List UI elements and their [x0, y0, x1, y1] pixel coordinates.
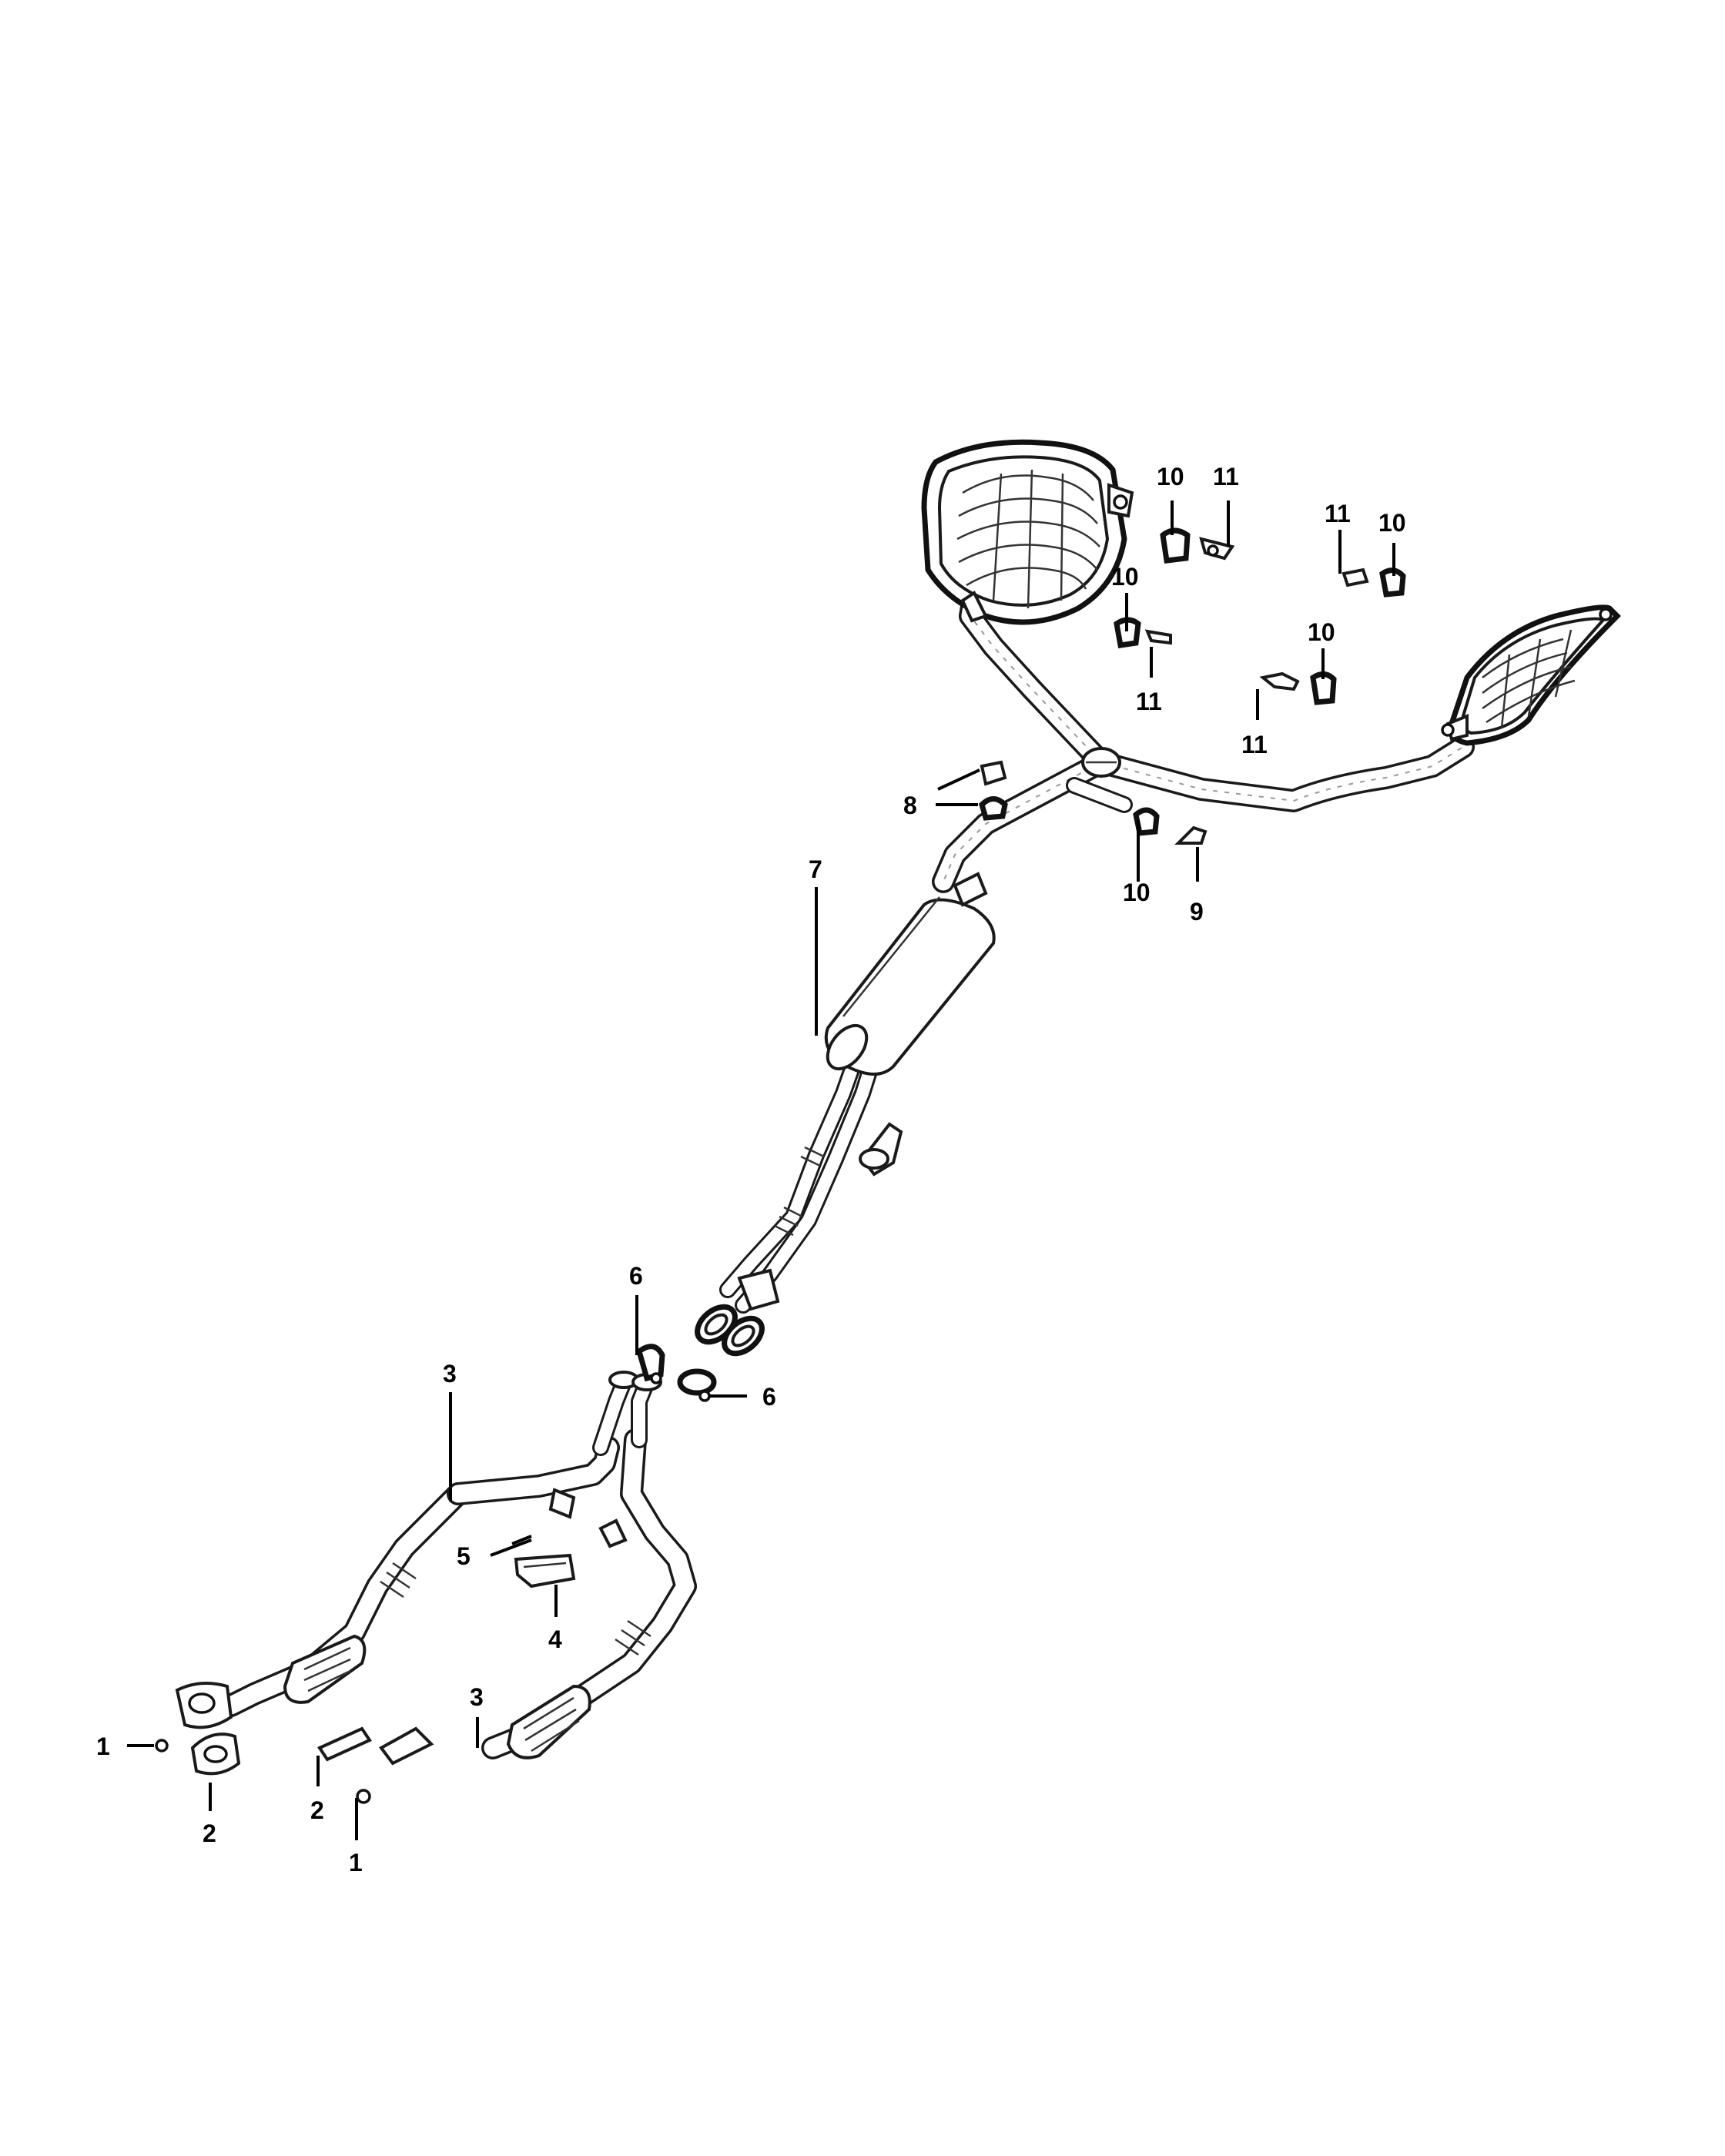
- callout-10-right: 10: [1378, 509, 1406, 537]
- callout-2-right: 2: [310, 1796, 324, 1824]
- hanger-part-9: [1174, 825, 1208, 845]
- callout-10-low: 10: [1123, 879, 1151, 906]
- callout-6-upper: 6: [629, 1262, 643, 1290]
- callout-2-left: 2: [203, 1820, 216, 1847]
- hanger-part-11-c: [1341, 567, 1369, 588]
- tail-tips: [695, 1268, 780, 1357]
- bracket-part-4: [514, 1553, 576, 1589]
- callout-1-left: 1: [96, 1732, 110, 1760]
- resonator: [824, 872, 996, 1076]
- callout-4: 4: [548, 1625, 562, 1653]
- muffler-left: [921, 439, 1134, 625]
- callout-5: 5: [457, 1542, 471, 1570]
- callout-9: 9: [1190, 898, 1204, 926]
- callout-10-mid: 10: [1111, 563, 1139, 591]
- hanger-part-11-a: [1199, 537, 1235, 561]
- callout-7: 7: [809, 855, 822, 883]
- hanger-part-11-d: [1259, 671, 1300, 691]
- muffler-right: [1441, 604, 1621, 746]
- isolator-part-10-d: [1310, 671, 1337, 705]
- heat-shield-tail: [859, 1122, 903, 1177]
- cat-pipe-left: [175, 1371, 639, 1729]
- hanger-part-11-b: [1144, 629, 1172, 645]
- y-junction: [1081, 747, 1121, 778]
- callout-11-top: 11: [1213, 463, 1239, 490]
- exhaust-pipes: [719, 581, 1475, 1314]
- callout-11-right: 11: [1325, 500, 1351, 527]
- callout-8: 8: [903, 792, 917, 819]
- isolator-part-10-a: [1160, 527, 1191, 564]
- bracket-part-8: [979, 760, 1008, 821]
- callout-6-lower: 6: [762, 1383, 776, 1411]
- callout-3-upper: 3: [443, 1360, 457, 1388]
- bolt-part-5: [511, 1535, 532, 1545]
- gasket-right: [317, 1726, 372, 1762]
- clamp-lower: [677, 1368, 717, 1402]
- callout-11-mid: 11: [1136, 688, 1162, 715]
- isolator-part-10-low: [1133, 807, 1160, 836]
- clamp-upper: [635, 1344, 665, 1384]
- callout-10-right-low: 10: [1308, 618, 1335, 646]
- isolator-part-10-c: [1379, 567, 1406, 598]
- callout-3-lower: 3: [470, 1683, 484, 1711]
- nut-left: [155, 1739, 169, 1753]
- callout-1-right: 1: [349, 1849, 363, 1876]
- cat-pipe-right: [379, 1373, 697, 1766]
- leader-lines: [127, 500, 1395, 1840]
- callout-11-right-low: 11: [1241, 731, 1268, 758]
- callout-10-top: 10: [1157, 463, 1184, 490]
- callouts: 1 2 2 1 3 3 5 4 6 6 7 8 10 9 10 11 10 11…: [96, 463, 1406, 1876]
- gasket-left: [190, 1732, 241, 1776]
- nut-right: [356, 1789, 371, 1804]
- isolator-part-10-b: [1114, 617, 1141, 648]
